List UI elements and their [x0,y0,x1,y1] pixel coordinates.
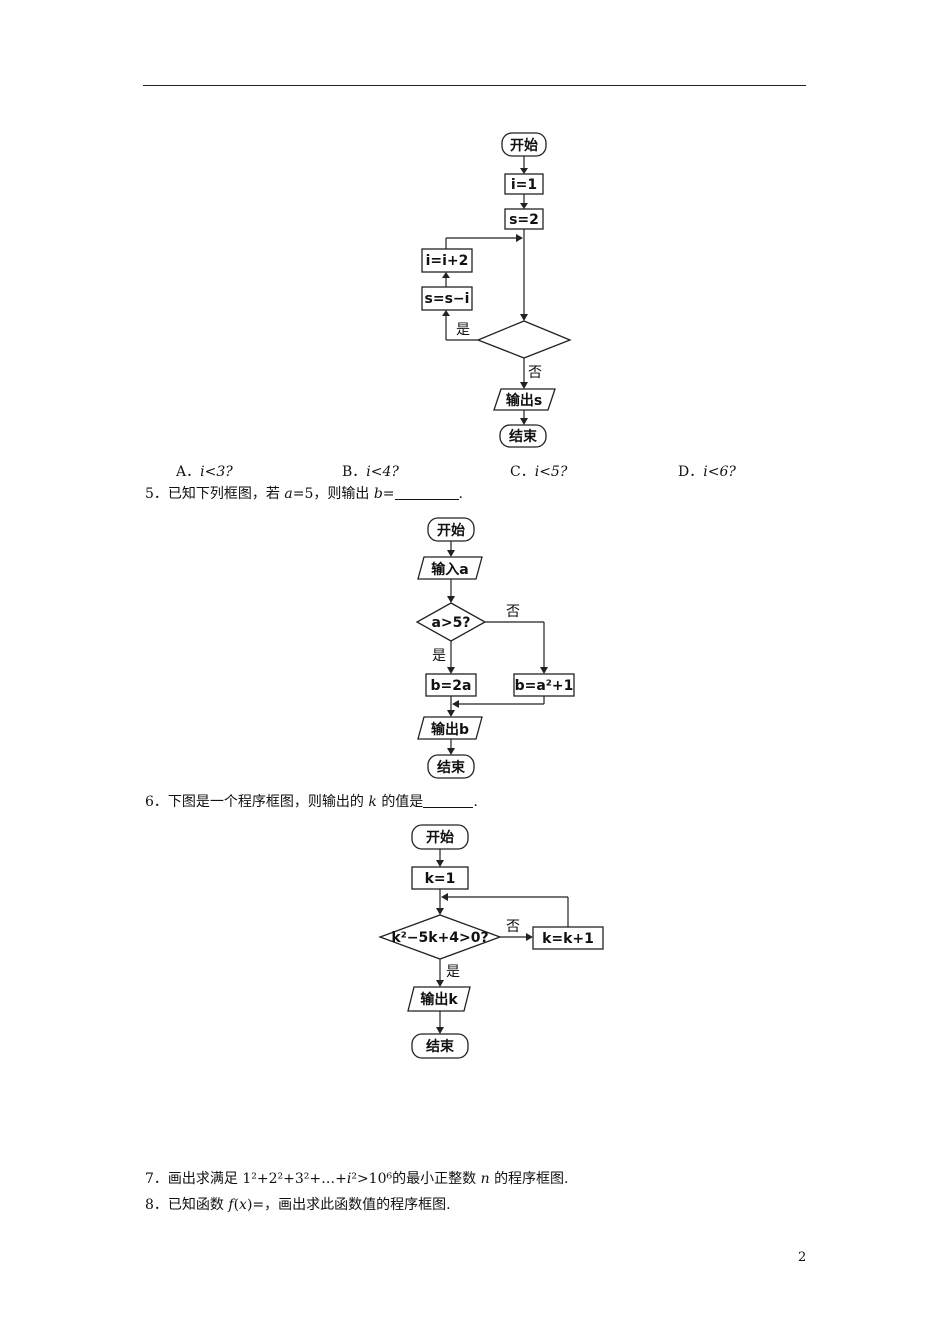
fc3-condition-text: k²−5k+4>0? [391,930,488,946]
fc1-update-s-box [421,286,473,311]
option-c-letter: C． [510,464,535,480]
fc1-yes-label: 是 [456,322,470,338]
q6-var-k: k [368,794,377,810]
fc1-end-text: 结束 [509,428,538,445]
option-a-letter: A． [176,464,201,480]
option-d-text: i<6? [703,464,736,480]
q5-var-a: a [284,486,293,502]
fc1-no-label: 否 [528,365,542,381]
fc3-update-k-box [532,926,604,950]
header-rule [143,85,806,86]
fc2-no-label: 否 [506,604,520,620]
fc2-output-text: 输出b [431,721,469,738]
fc3-update-k-text: k=k+1 [542,931,594,947]
fc1-end-terminal [499,424,547,448]
fc3-output-parallelogram [407,986,471,1012]
question-6: 6．下图是一个程序框图，则输出的 k 的值是. [145,793,478,811]
q8-text-b: ( [233,1197,240,1213]
q8-text-c: )=，画出求此函数值的程序框图. [246,1197,451,1213]
fc2-right-text: b=a²+1 [515,678,574,694]
option-d: D．i<6? [678,461,736,481]
q7-text-a: 画出求满足 1²+2²+3²+…+ [167,1171,347,1187]
fc1-output-parallelogram [493,388,556,411]
q6-text-a: 下图是一个程序框图，则输出的 [167,794,364,810]
fc1-update-s-text: s=s−i [425,291,470,307]
option-a: A．i<3? [176,461,233,481]
option-b-text: i<4? [366,464,399,480]
q5-text-b: =5，则输出 [292,486,370,502]
q8-var-x: x [239,1197,247,1213]
fc3-init-k-text: k=1 [425,871,456,887]
q8-number: 8． [145,1197,168,1213]
q5-answer-blank[interactable] [394,485,459,500]
fc1-init-s-text: s=2 [509,212,539,228]
fc3-output-text: 输出k [420,991,458,1008]
question-5: 5．已知下列框图，若 a=5，则输出 b=. [145,485,463,503]
option-b: B．i<4? [342,461,399,481]
fc2-yes-label: 是 [432,648,446,664]
option-a-text: i<3? [200,464,233,480]
q6-answer-blank[interactable] [423,793,474,808]
fc1-condition-diamond [476,320,572,359]
q6-text-c: . [473,794,478,810]
fc2-input-text: 输入a [431,561,468,578]
fc2-start-text: 开始 [437,522,465,539]
fc3-no-label: 否 [506,919,520,935]
fc1-start-text: 开始 [510,137,538,154]
option-d-letter: D． [678,464,704,480]
q7-text-b: ²>10⁶的最小正整数 [351,1171,477,1187]
page-number: 2 [798,1250,807,1265]
option-b-letter: B． [342,464,367,480]
q5-var-b: b [373,486,383,502]
fc1-init-i-text: i=1 [511,177,537,193]
fc3-end-terminal [411,1033,469,1059]
fc1-update-i-text: i=i+2 [426,253,469,269]
q5-text-d: . [458,486,463,502]
fc1-update-i-box [421,248,473,273]
fc3-yes-label: 是 [446,964,460,980]
fc2-condition-text: a>5? [431,615,470,631]
fc2-end-terminal [427,754,475,779]
q8-text-a: 已知函数 [167,1197,224,1213]
option-c-text: i<5? [534,464,568,480]
question-8: 8．已知函数 f(x)=，画出求此函数值的程序框图. [145,1196,451,1214]
q5-text-c: = [382,486,395,502]
q6-number: 6． [145,794,168,810]
q7-var-n: n [480,1171,490,1187]
q5-text-a: 已知下列框图，若 [167,486,280,502]
fc1-output-text: 输出s [506,392,542,409]
q5-number: 5． [145,486,168,502]
q6-text-b: 的值是 [381,794,424,810]
fc2-end-text: 结束 [437,759,466,776]
q7-text-c: 的程序框图. [494,1171,569,1187]
fc3-start-text: 开始 [426,829,454,846]
fc3-end-text: 结束 [426,1038,455,1055]
q7-number: 7． [145,1171,168,1187]
q8-func: f [228,1197,234,1213]
q7-var-i: i [346,1171,352,1187]
question-7: 7．画出求满足 1²+2²+3²+…+i²>10⁶的最小正整数 n 的程序框图. [145,1170,569,1188]
option-c: C．i<5? [510,461,567,481]
fc2-output-parallelogram [417,716,483,740]
fc2-left-text: b=2a [431,678,472,694]
fc2-input-parallelogram [417,556,483,580]
